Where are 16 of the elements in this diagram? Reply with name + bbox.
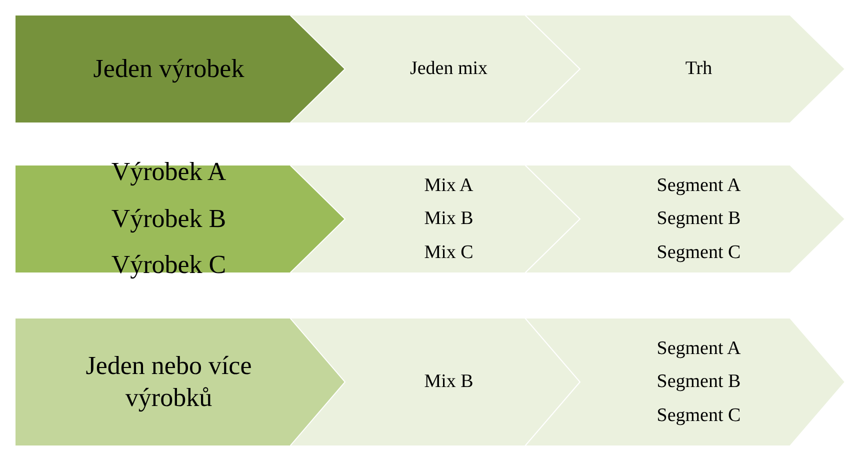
node-label: Mix A	[424, 174, 474, 198]
node-label: Jeden mix	[410, 57, 488, 81]
node-label: Mix B	[424, 207, 474, 232]
node-label: Segment C	[656, 240, 741, 265]
node-label: Jeden nebo více výrobků	[84, 350, 253, 414]
node-label: Mix B	[424, 370, 474, 394]
node-label: Segment C	[656, 404, 741, 428]
node-label: Výrobek B	[111, 202, 226, 235]
node-label: Segment B	[656, 370, 741, 394]
node-label: Segment B	[656, 207, 741, 232]
node-label: Trh	[685, 57, 712, 81]
node-label: Výrobek C	[111, 249, 226, 282]
node-label: Mix C	[424, 240, 474, 265]
node-label: Segment A	[656, 174, 741, 198]
node-label: Segment A	[656, 337, 741, 362]
node-label: Výrobek A	[111, 156, 226, 188]
